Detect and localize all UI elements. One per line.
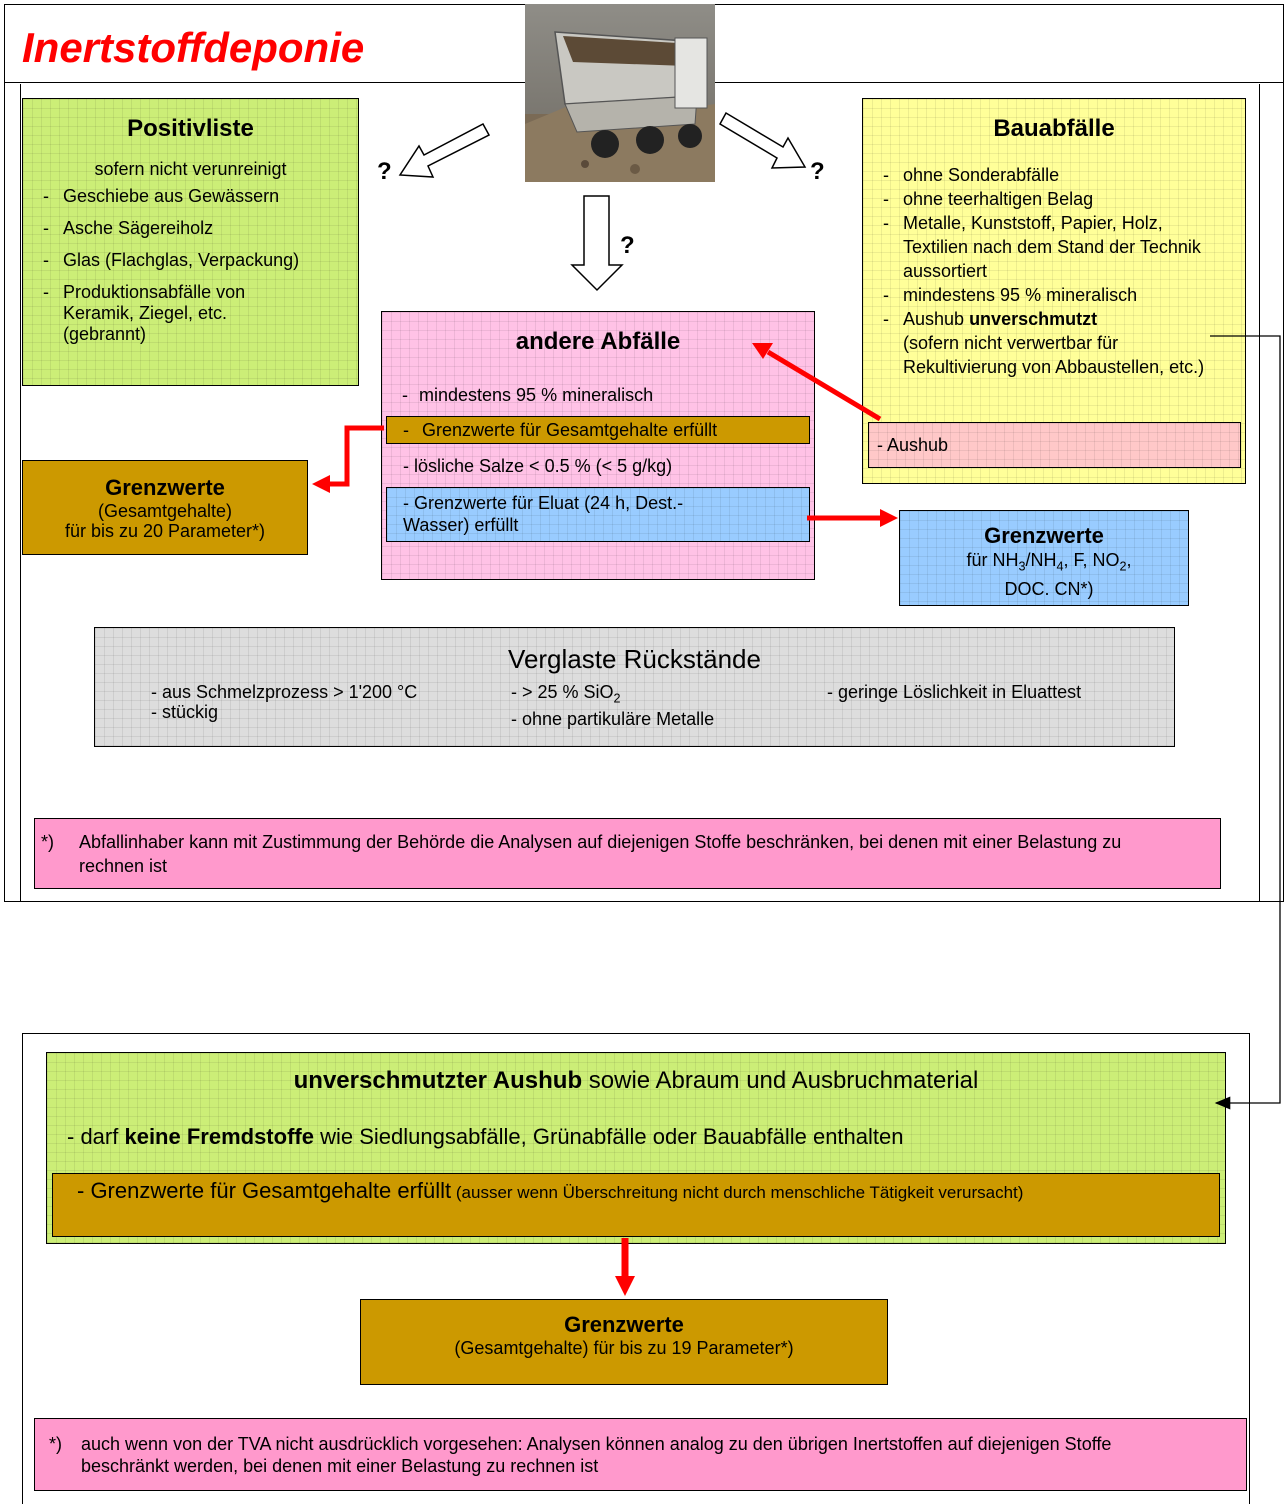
text-small: (ausser wenn Überschreitung nicht durch … — [451, 1183, 1024, 1202]
dash: - — [403, 420, 414, 440]
question-mark-right: ? — [810, 158, 825, 185]
positivliste-box: Positivliste sofern nicht verunreinigt G… — [22, 98, 359, 386]
text: , — [1126, 550, 1132, 570]
grenzwerte-bottom-box: Grenzwerte (Gesamtgehalte) für bis zu 19… — [360, 1299, 888, 1385]
footnote-2: *) auch wenn von der TVA nicht ausdrückl… — [34, 1418, 1247, 1491]
aushub-note: (sofern nicht verwertbar für Rekultivier… — [903, 333, 1205, 377]
grenzwerte-left-line1: (Gesamtgehalte) — [97, 501, 233, 521]
list-item: mindestens 95 % mineralisch — [863, 283, 1245, 307]
footnote-mark: *) — [49, 1434, 62, 1454]
verglaste-item: - > 25 % SiO2 — [511, 682, 714, 709]
verglaste-item: - stückig — [151, 702, 219, 722]
verglaste-item: - ohne partikuläre Metalle — [511, 708, 715, 729]
grenzwerte-left-box: Grenzwerte (Gesamtgehalte) für bis zu 20… — [22, 460, 308, 555]
verglaste-box: Verglaste Rückstände - aus Schmelzprozes… — [94, 627, 1175, 747]
text: wie Siedlungsabfälle, Grünabfälle oder B… — [313, 1124, 904, 1149]
andere-heading: andere Abfälle — [515, 328, 681, 355]
grenzwerte-right-box: Grenzwerte für NH3/NH4, F, NO2, DOC. CN*… — [899, 510, 1189, 606]
text: - > 25 % SiO — [511, 682, 614, 702]
list-item: Glas (Flachglas, Verpackung) — [23, 250, 358, 271]
bauabfaelle-box: Bauabfälle ohne Sonderabfälle ohne teerh… — [862, 98, 1246, 484]
list-item: ohne Sonderabfälle — [863, 163, 1245, 187]
list-item: Metalle, Kunststoff, Papier, Holz, Texti… — [863, 211, 1245, 283]
subscript: 4 — [1056, 559, 1064, 574]
aushub-box: - Aushub — [868, 422, 1241, 468]
page-title: Inertstoffdeponie — [22, 24, 365, 71]
text: - Grenzwerte für Gesamtgehalte erfüllt — [77, 1178, 452, 1203]
grenzwerte-left-heading: Grenzwerte — [105, 475, 225, 500]
text: - darf — [67, 1124, 125, 1149]
aushub-bold: unverschmutzt — [969, 309, 1098, 329]
verglaste-heading: Verglaste Rückstände — [508, 644, 761, 674]
footnote-mark: *) — [41, 832, 54, 852]
verglaste-col3: - geringe Löslichkeit in Eluattest — [827, 682, 1081, 702]
text: , F, NO — [1063, 550, 1120, 570]
list-item: Asche Sägereiholz — [23, 218, 358, 239]
subscript: 2 — [1119, 559, 1127, 574]
dash: - — [402, 385, 413, 405]
andere-item-3: - lösliche Salze < 0.5 % (< 5 g/kg) — [403, 456, 673, 476]
subscript: 3 — [1018, 559, 1026, 574]
list-item: Geschiebe aus Gewässern — [23, 186, 358, 207]
grenzwerte-bottom-heading: Grenzwerte — [564, 1312, 684, 1337]
aushub-line-2-box: - Grenzwerte für Gesamtgehalte erfüllt (… — [52, 1173, 1220, 1237]
truck-photo — [525, 4, 715, 182]
text: /NH — [1025, 550, 1057, 570]
footnote-1: *) Abfallinhaber kann mit Zustimmung der… — [34, 818, 1221, 889]
text-bold: keine Fremdstoffe — [124, 1124, 314, 1149]
bauabfaelle-heading: Bauabfälle — [993, 115, 1115, 142]
verglaste-item: - aus Schmelzprozess > 1'200 °C — [151, 682, 418, 702]
aushub-heading: unverschmutzter Aushub sowie Abraum und … — [47, 1067, 1225, 1095]
verglaste-item: - geringe Löslichkeit in Eluattest — [827, 682, 1082, 702]
bottom-panel — [22, 1033, 1250, 1504]
footnote-text: auch wenn von der TVA nicht ausdrücklich… — [81, 1434, 1112, 1476]
aushub-line-1: - darf keine Fremdstoffe wie Siedlungsab… — [67, 1124, 904, 1150]
question-mark-down: ? — [620, 232, 635, 259]
andere-item-1-text: mindestens 95 % mineralisch — [419, 385, 654, 405]
andere-item-4: - Grenzwerte für Eluat (24 h, Dest.-Wass… — [386, 487, 810, 542]
verglaste-col1: - aus Schmelzprozess > 1'200 °C - stücki… — [151, 682, 417, 722]
aushub-prefix: Aushub — [903, 309, 970, 329]
aushub-heading-rest: sowie Abraum und Ausbruchmaterial — [582, 1067, 979, 1094]
subscript: 2 — [613, 691, 621, 706]
grenzwerte-left-line2: für bis zu 20 Parameter*) — [64, 521, 266, 541]
question-mark-left: ? — [377, 158, 392, 185]
positivliste-heading: Positivliste — [127, 115, 254, 142]
list-item: Produktionsabfälle von Keramik, Ziegel, … — [23, 282, 358, 345]
verglaste-col2: - > 25 % SiO2 - ohne partikuläre Metalle — [511, 682, 714, 729]
list-item-aushub: Aushub unverschmutzt (sofern nicht verwe… — [863, 307, 1245, 379]
aushub-heading-bold: unverschmutzter Aushub — [293, 1067, 583, 1094]
footnote-text: Abfallinhaber kann mit Zustimmung der Be… — [79, 832, 1122, 876]
text: für NH — [966, 550, 1019, 570]
grenzwerte-right-heading: Grenzwerte — [984, 523, 1104, 548]
list-item: ohne teerhaltigen Belag — [863, 187, 1245, 211]
andere-item-1: - mindestens 95 % mineralisch — [402, 385, 653, 406]
grenzwerte-right-line2: DOC. CN*) — [1004, 578, 1094, 599]
andere-item-2-text: Grenzwerte für Gesamtgehalte erfüllt — [422, 420, 718, 440]
andere-item-2: - Grenzwerte für Gesamtgehalte erfüllt — [386, 416, 810, 444]
grenzwerte-bottom-line: (Gesamtgehalte) für bis zu 19 Parameter*… — [454, 1338, 794, 1358]
positivliste-intro: sofern nicht verunreinigt — [94, 159, 287, 179]
grenzwerte-right-line1: für NH3/NH4, F, NO2, — [900, 549, 1188, 578]
